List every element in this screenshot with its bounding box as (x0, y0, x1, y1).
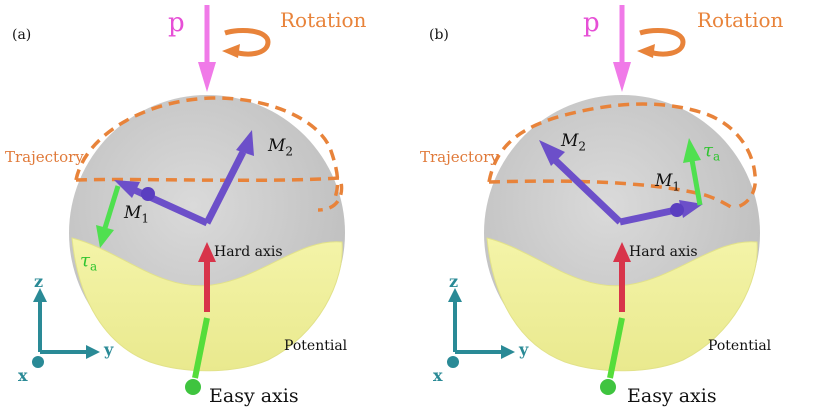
rotation-arrow (224, 27, 271, 57)
rotation-label: Rotation (697, 8, 784, 32)
easy-axis-arrow-shaft (607, 317, 625, 379)
axis-z-label: z (449, 272, 459, 291)
panel-b-drawing (447, 5, 760, 395)
axis-x-dot (447, 356, 459, 368)
panel-b: (b) p Rotation Trajectory M2 M1 τa Hard … (415, 0, 830, 415)
rotation-arrow (639, 27, 686, 57)
magnetization-m1-head (679, 200, 703, 218)
axis-y-head (86, 345, 100, 359)
hard-axis-label: Hard axis (214, 244, 283, 260)
axis-z-head (448, 288, 462, 302)
hard-axis-arrow-head (198, 242, 216, 262)
trajectory-front (488, 179, 734, 210)
axis-x-label: x (433, 366, 443, 385)
m2-label: M2 (561, 131, 587, 154)
hard-axis-arrow-head (613, 242, 631, 262)
axis-x-dot (32, 356, 44, 368)
trajectory-label: Trajectory (420, 148, 499, 166)
magnetization-m1-ball (141, 187, 155, 201)
momentum-arrow-head (198, 62, 216, 92)
magnetization-m2-head (539, 140, 565, 166)
momentum-label: p (583, 8, 600, 38)
rotation-arrow-head (222, 44, 240, 58)
axis-y-head (501, 345, 515, 359)
torque-arrow-shaft (689, 159, 703, 206)
panel-a: (a) p Rotation Trajectory M1 M2 τa Hard … (5, 5, 367, 407)
potential-label: Potential (708, 338, 772, 354)
m1-label: M1 (124, 203, 150, 226)
easy-axis-label: Easy axis (627, 385, 717, 407)
panel-a-drawing (32, 5, 345, 395)
axis-y-label: y (519, 340, 529, 359)
magnetization-m2-shaft (203, 150, 247, 225)
axis-z-label: z (34, 272, 44, 291)
magnetization-m1-ball (670, 203, 684, 217)
magnetization-m1-head (114, 180, 140, 198)
m2-label: M2 (268, 136, 294, 159)
torque-arrow-head (96, 225, 114, 248)
easy-axis-arrow-ball (600, 379, 616, 395)
axis-y-label: y (104, 340, 114, 359)
trajectory-label: Trajectory (5, 148, 84, 166)
momentum-label: p (168, 8, 185, 38)
torque-label: τa (703, 140, 721, 164)
easy-axis-label: Easy axis (209, 385, 299, 407)
momentum-arrow-head (613, 62, 631, 92)
torque-arrow-head (683, 138, 701, 163)
axis-z-head (33, 288, 47, 302)
trajectory-back (487, 102, 758, 210)
torque-label: τa (80, 250, 98, 274)
axis-x-label: x (18, 366, 28, 385)
magnetization-m2-head (236, 130, 254, 156)
trajectory-back (74, 96, 340, 203)
magnetization-m2-shaft (552, 157, 623, 225)
torque-arrow-shaft (102, 185, 121, 229)
panel-label: (b) (429, 27, 449, 43)
m1-label: M1 (655, 171, 681, 194)
potential-label: Potential (284, 338, 348, 354)
trajectory-front (75, 176, 344, 212)
rotation-label: Rotation (280, 8, 367, 32)
panel-label: (a) (12, 27, 32, 43)
rotation-arrow-head (637, 44, 655, 58)
easy-axis-arrow-ball (185, 379, 201, 395)
easy-axis-arrow-shaft (192, 317, 210, 379)
hard-axis-label: Hard axis (629, 244, 698, 260)
